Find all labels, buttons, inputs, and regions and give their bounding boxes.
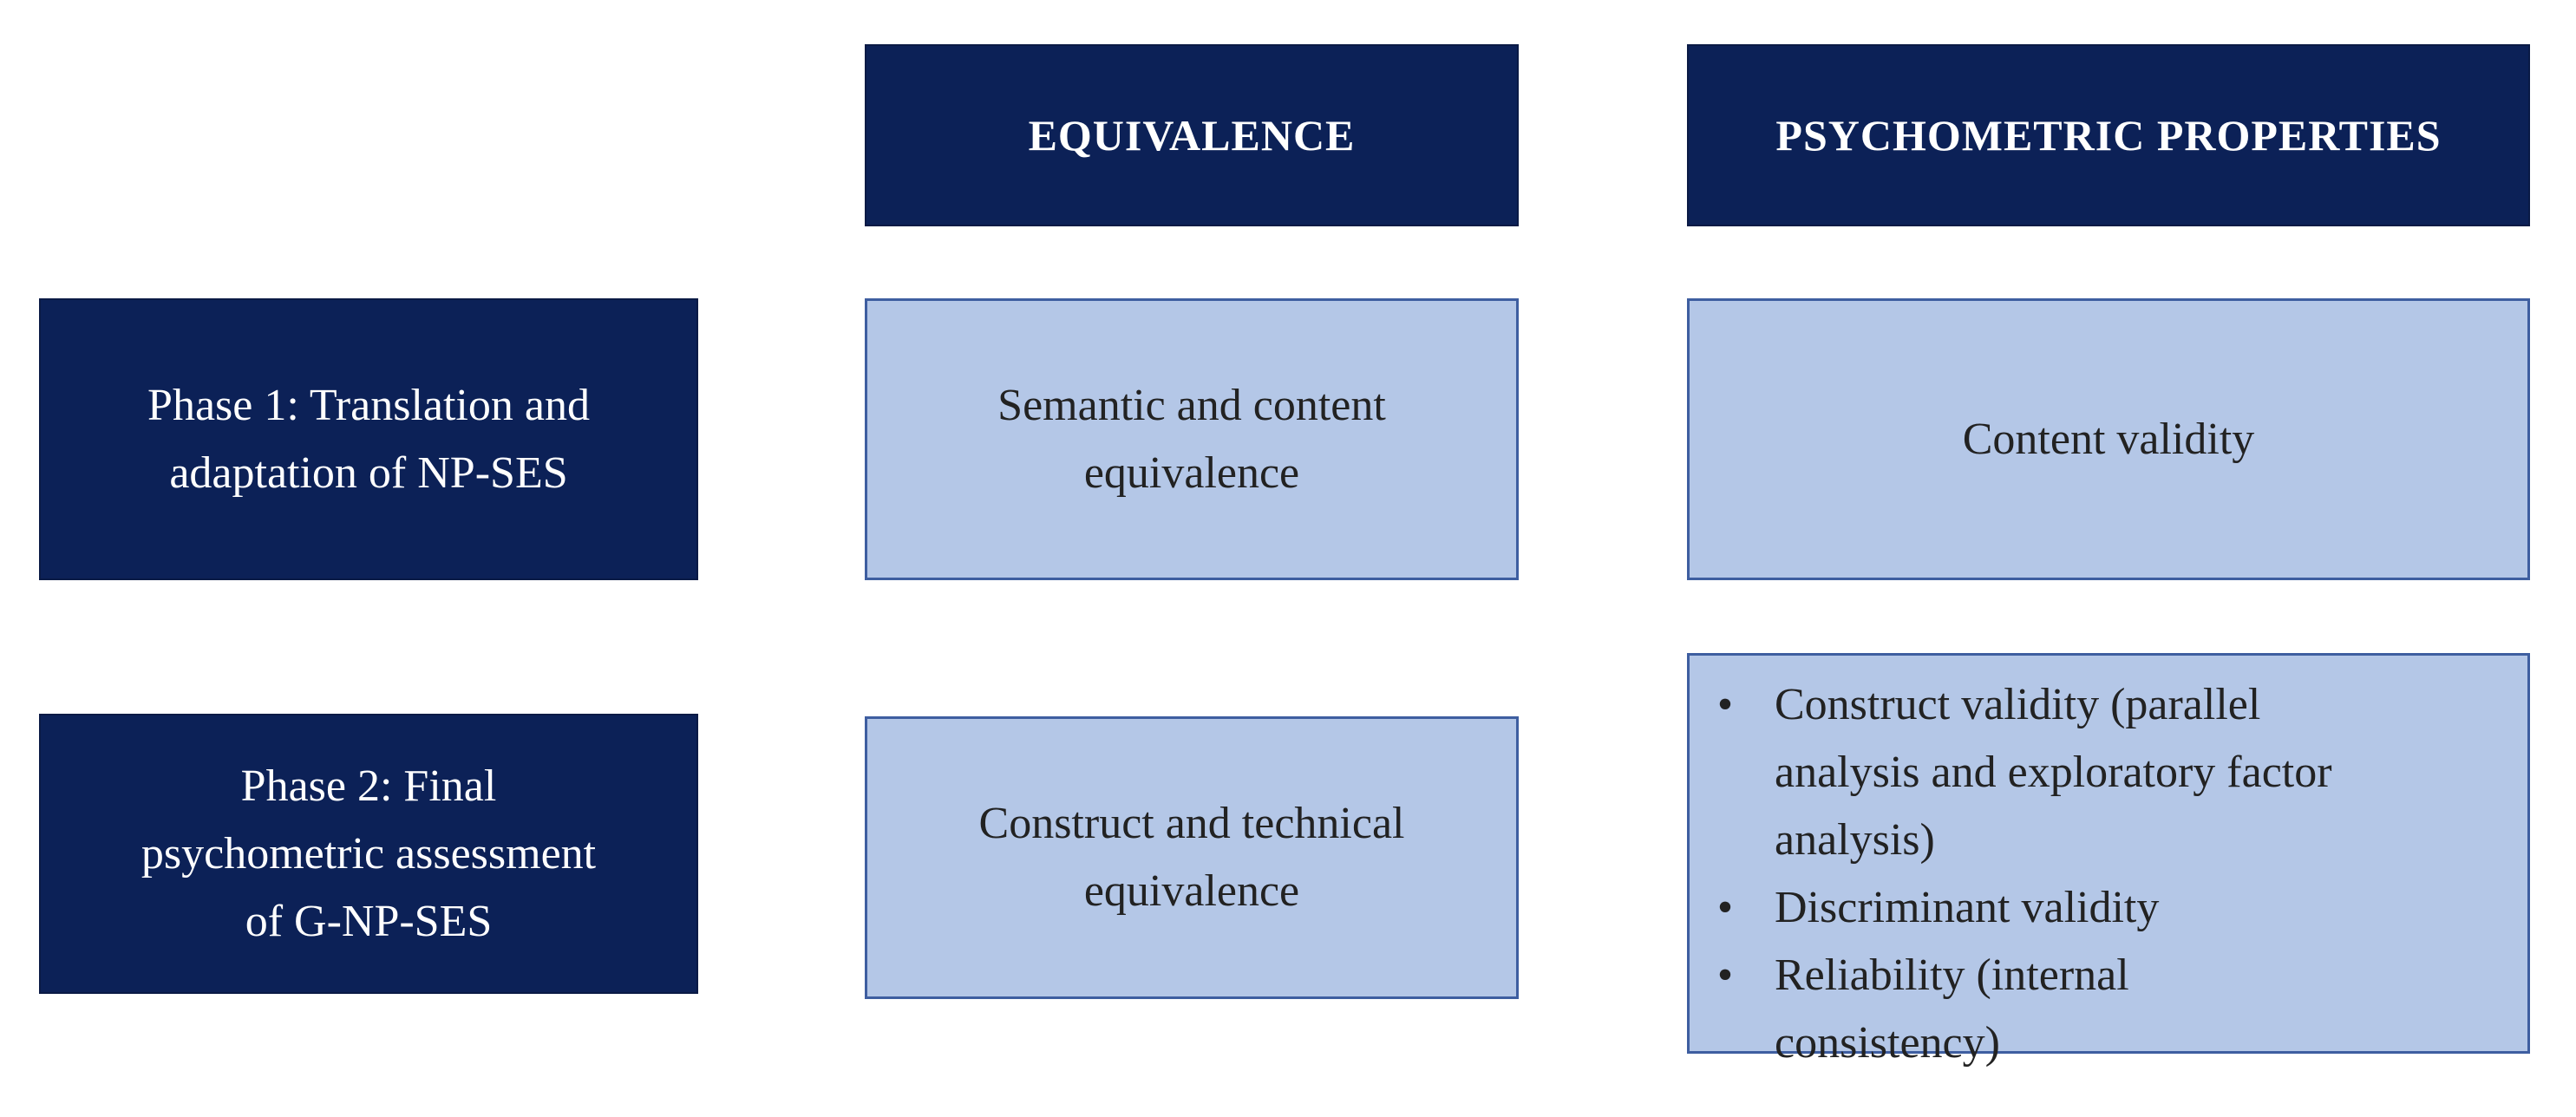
list-item: • Reliability (internal consistency) (1690, 942, 2332, 1077)
phase-2-label: Phase 2: Final psychometric assessment o… (141, 761, 597, 946)
equivalence-phase-2-box: Construct and technical equivalence (865, 716, 1519, 999)
list-item: • Discriminant validity (1690, 874, 2332, 942)
header-psychometric-properties: PSYCHOMETRIC PROPERTIES (1687, 44, 2530, 226)
psychometric-phase-2-list: • Construct validity (parallel analysis … (1690, 656, 2367, 1077)
psychometric-phase-1-text: Content validity (1962, 414, 2255, 464)
psychometric-phase-2-box: • Construct validity (parallel analysis … (1687, 653, 2530, 1068)
list-item: • Construct validity (parallel analysis … (1690, 671, 2332, 874)
psychometric-phase-1-box: Content validity (1687, 298, 2530, 580)
list-item-text: Discriminant validity (1775, 883, 2160, 932)
bullet-icon: • (1716, 883, 1734, 932)
list-item-text: Construct validity (parallel analysis an… (1775, 680, 2332, 865)
bullet-icon: • (1716, 680, 1734, 729)
phase-2-box: Phase 2: Final psychometric assessment o… (39, 714, 698, 994)
equivalence-phase-1-text: Semantic and content equivalence (997, 380, 1386, 498)
bullet-icon: • (1716, 950, 1734, 1000)
phase-1-box: Phase 1: Translation and adaptation of N… (39, 298, 698, 580)
equivalence-phase-2-text: Construct and technical equivalence (978, 799, 1405, 916)
phase-1-label: Phase 1: Translation and adaptation of N… (147, 380, 590, 498)
equivalence-phase-1-box: Semantic and content equivalence (865, 298, 1519, 580)
header-psychometric-label: PSYCHOMETRIC PROPERTIES (1775, 111, 2442, 160)
header-equivalence: EQUIVALENCE (865, 44, 1519, 226)
list-item-text: Reliability (internal consistency) (1775, 950, 2129, 1068)
header-equivalence-label: EQUIVALENCE (1028, 111, 1356, 160)
